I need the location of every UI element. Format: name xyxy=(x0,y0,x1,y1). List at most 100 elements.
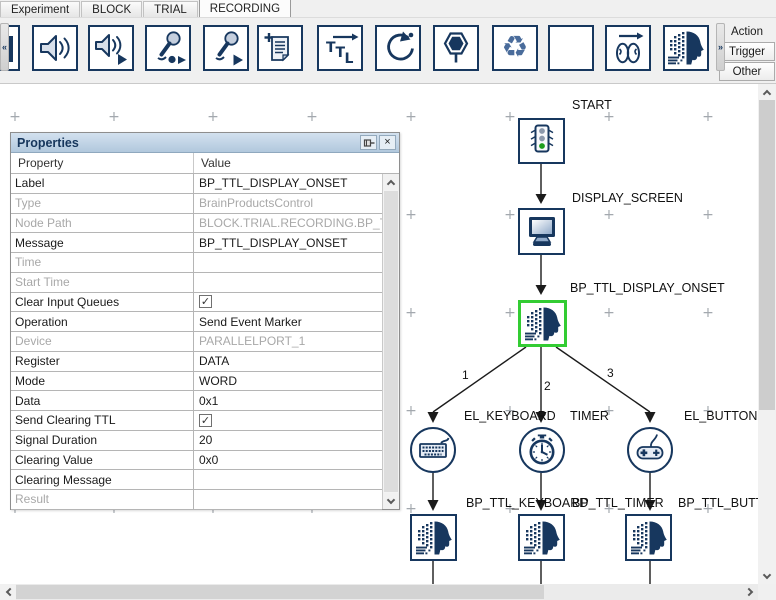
node-bp-ttl-keyboard[interactable] xyxy=(410,514,457,561)
node-label-timer: TIMER xyxy=(570,409,609,423)
workspace-tabbar: Experiment BLOCK TRIAL RECORDING xyxy=(0,0,776,18)
pin-button[interactable] xyxy=(360,135,377,150)
property-row[interactable]: Time xyxy=(11,253,382,273)
node-bp-ttl-timer[interactable] xyxy=(518,514,565,561)
property-value[interactable] xyxy=(194,253,382,272)
property-label: Mode xyxy=(11,371,194,391)
grid-mark: + xyxy=(405,403,417,419)
property-row[interactable]: Message BP_TTL_DISPLAY_ONSET xyxy=(11,233,382,253)
column-property: Property xyxy=(11,153,194,173)
speaker-icon[interactable] xyxy=(32,25,78,71)
property-value[interactable] xyxy=(194,470,382,489)
property-label: Result xyxy=(11,490,194,509)
property-value[interactable]: ✓ xyxy=(194,293,382,312)
recycle-icon[interactable]: ♻ xyxy=(492,25,538,71)
node-timer[interactable] xyxy=(519,427,565,473)
tab-trial[interactable]: TRIAL xyxy=(143,1,198,17)
node-bp-ttl-button[interactable] xyxy=(625,514,672,561)
property-row[interactable]: Clearing Message xyxy=(11,470,382,490)
property-value[interactable] xyxy=(194,273,382,292)
property-value[interactable]: Send Event Marker xyxy=(199,314,302,329)
property-value[interactable]: BP_TTL_DISPLAY_ONSET xyxy=(199,176,348,191)
node-el-button[interactable] xyxy=(627,427,673,473)
property-value[interactable]: 20 xyxy=(199,433,213,448)
property-row[interactable]: Clear Input Queues✓ xyxy=(11,292,382,313)
brain-transfer-icon[interactable] xyxy=(605,25,651,71)
grid-mark: + xyxy=(504,305,516,321)
speaker-play-icon[interactable] xyxy=(88,25,134,71)
property-row[interactable]: Start Time xyxy=(11,272,382,293)
branch-label-3: 3 xyxy=(607,366,614,380)
toolbar-scroll-right-button[interactable]: » xyxy=(716,23,725,71)
horizontal-scrollbar-thumb[interactable] xyxy=(16,585,544,599)
scroll-down-button[interactable] xyxy=(758,568,776,584)
canvas-vertical-scrollbar[interactable] xyxy=(758,84,776,584)
scroll-left-button[interactable] xyxy=(0,584,16,600)
grid-mark: + xyxy=(603,305,615,321)
property-value[interactable]: PARALLELPORT_1 xyxy=(199,334,306,349)
node-start[interactable] xyxy=(518,118,565,164)
tab-trigger[interactable]: Trigger xyxy=(719,42,775,61)
grid-mark: + xyxy=(504,109,516,125)
property-value[interactable] xyxy=(194,490,382,509)
properties-scrollbar-thumb[interactable] xyxy=(384,191,398,492)
checkbox[interactable]: ✓ xyxy=(199,413,212,427)
add-note-icon[interactable] xyxy=(257,25,303,71)
mic-play-icon[interactable] xyxy=(203,25,249,71)
property-label: Message xyxy=(11,233,194,252)
node-el-keyboard[interactable] xyxy=(410,427,456,473)
tab-block[interactable]: BLOCK xyxy=(81,1,143,17)
property-value[interactable]: BrainProductsControl xyxy=(199,196,314,211)
close-button[interactable]: × xyxy=(379,135,396,150)
property-row[interactable]: Send Clearing TTL✓ xyxy=(11,411,382,431)
canvas-horizontal-scrollbar[interactable] xyxy=(0,584,758,600)
node-bp-ttl-display-onset[interactable] xyxy=(518,300,567,347)
blank-icon[interactable] xyxy=(548,25,594,71)
scroll-right-button[interactable] xyxy=(742,584,758,600)
property-row[interactable]: Node PathBLOCK.TRIAL.RECORDING.BP_TTL_..… xyxy=(11,213,382,234)
property-value[interactable]: WORD xyxy=(199,373,237,388)
node-label-display-screen: DISPLAY_SCREEN xyxy=(572,191,683,205)
property-label: Clearing Value xyxy=(11,450,194,470)
property-row[interactable]: Mode WORD xyxy=(11,371,382,392)
tab-recording[interactable]: RECORDING xyxy=(198,0,292,17)
tab-experiment[interactable]: Experiment xyxy=(0,1,81,17)
checkbox[interactable]: ✓ xyxy=(199,295,212,309)
node-display-screen[interactable] xyxy=(518,208,565,255)
svg-text:T: T xyxy=(326,40,336,56)
vertical-scrollbar-thumb[interactable] xyxy=(759,100,775,410)
property-value[interactable]: BP_TTL_DISPLAY_ONSET xyxy=(199,235,348,250)
property-row[interactable]: Result xyxy=(11,490,382,510)
node-label-bp-ttl-display-onset: BP_TTL_DISPLAY_ONSET xyxy=(570,281,725,295)
toolbar-scroll-left-button[interactable]: « xyxy=(0,23,9,71)
stop-sign-icon[interactable] xyxy=(433,25,479,71)
properties-titlebar[interactable]: Properties × xyxy=(11,133,399,153)
brainproducts-icon[interactable] xyxy=(663,25,709,71)
property-value[interactable]: 0x1 xyxy=(199,393,219,408)
property-value[interactable]: DATA xyxy=(199,354,230,369)
mic-record-icon[interactable] xyxy=(145,25,191,71)
tab-action[interactable]: Action xyxy=(731,25,763,38)
scroll-up-button[interactable] xyxy=(758,84,776,100)
scrollbar-corner xyxy=(758,584,776,600)
property-label: Label xyxy=(11,174,194,193)
property-row[interactable]: Label BP_TTL_DISPLAY_ONSET xyxy=(11,174,382,194)
flow-canvas[interactable]: ++++++++++++++++++++++++++++++++++++++++… xyxy=(0,84,758,584)
properties-scrollbar[interactable] xyxy=(382,174,399,509)
property-value[interactable]: 0x0 xyxy=(199,452,219,467)
property-row[interactable]: Clearing Value 0x0 xyxy=(11,450,382,471)
property-value[interactable]: BLOCK.TRIAL.RECORDING.BP_TTL_... xyxy=(199,215,382,230)
property-label: Start Time xyxy=(11,272,194,292)
flow-edges xyxy=(427,164,656,584)
property-value[interactable]: ✓ xyxy=(194,411,382,430)
reset-loop-icon[interactable] xyxy=(375,25,421,71)
tab-other[interactable]: Other xyxy=(719,62,775,81)
keyboard-icon xyxy=(419,437,450,458)
